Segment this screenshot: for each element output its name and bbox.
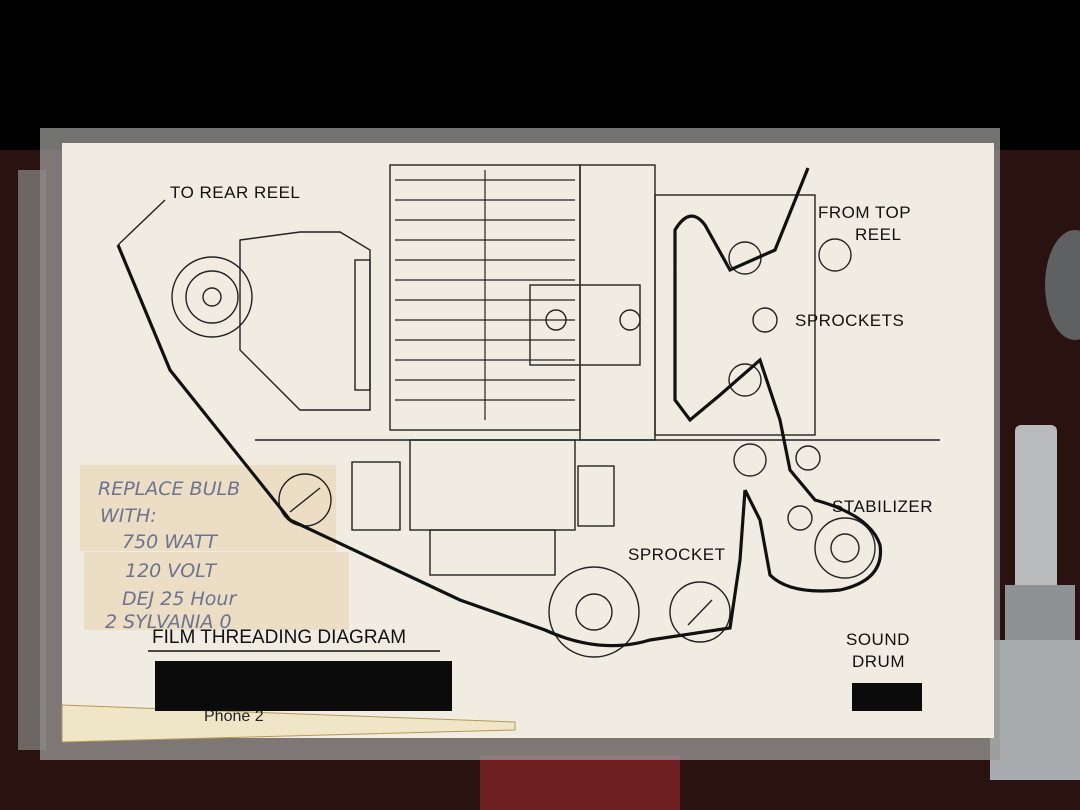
- note-line: 750 WATT: [122, 531, 218, 553]
- torn-paper-strip: [61, 704, 516, 743]
- tape-piece: [80, 465, 336, 551]
- note-line: REPLACE BULB: [98, 478, 240, 500]
- leader-line: [117, 199, 166, 246]
- diagram-title: FILM THREADING DIAGRAM: [152, 627, 406, 648]
- label-sound-drum-line1: SOUND: [846, 630, 910, 649]
- metal-post: [1015, 425, 1057, 595]
- note-line: 2 SYLVANIA 0: [105, 611, 232, 633]
- label-sprocket: SPROCKET: [628, 545, 726, 564]
- metal-base: [990, 640, 1080, 780]
- metal-thread: [1005, 585, 1075, 645]
- note-line: DEJ 25 Hour: [122, 588, 237, 610]
- projector-drawing: [171, 164, 940, 658]
- label-stabilizer: STABILIZER: [832, 497, 933, 516]
- note-line: WITH:: [100, 505, 157, 527]
- label-to-rear-reel: TO REAR REEL: [170, 183, 300, 202]
- label-sprockets: SPROCKETS: [795, 311, 904, 330]
- red-felt-pad: [480, 755, 680, 810]
- label-from-top-reel-line2: REEL: [855, 225, 901, 244]
- tape-piece: [84, 552, 349, 630]
- label-from-top-reel-line1: FROM TOP: [818, 203, 911, 222]
- handwritten-note: REPLACE BULB WITH: 750 WATT 120 VOLT DEJ…: [98, 478, 240, 633]
- phone-text: Phone 2: [204, 708, 264, 725]
- label-sound-drum-line2: DRUM: [852, 652, 905, 671]
- note-line: 120 VOLT: [125, 560, 218, 582]
- film-path: [116, 167, 883, 648]
- redaction-bar: [155, 661, 452, 711]
- sleeve-edge: [18, 170, 46, 750]
- dark-top: [0, 0, 1080, 150]
- redaction-bar-small: [852, 683, 922, 711]
- metal-knob: [1045, 230, 1080, 340]
